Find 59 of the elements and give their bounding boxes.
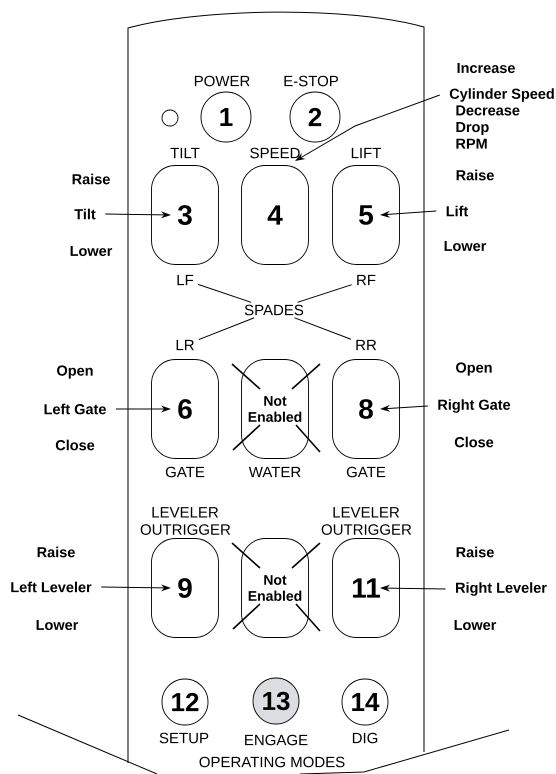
- channel-label: LF: [177, 274, 194, 286]
- round-button: 2: [290, 92, 340, 142]
- button-caption: DIG: [352, 732, 378, 744]
- callout-text: Right Leveler: [456, 582, 547, 596]
- option-label: Decrease Drop RPM: [456, 105, 520, 149]
- option-label: Lower: [36, 620, 78, 630]
- button-caption: POWER: [194, 76, 250, 86]
- connector-line: [198, 284, 252, 303]
- callout-text: Right Gate: [438, 399, 510, 413]
- key-button: 3: [151, 165, 219, 265]
- connector-line: [198, 317, 255, 340]
- button-caption: WATER: [248, 466, 301, 478]
- button-caption: GATE: [346, 466, 386, 478]
- key-button: 9: [151, 538, 219, 638]
- button-caption: LEVELER OUTRIGGER: [322, 507, 412, 535]
- button-caption: LEVELER OUTRIGGER: [140, 507, 230, 535]
- round-button: 14: [342, 678, 388, 726]
- button-caption: TILT: [170, 148, 200, 158]
- channel-label: SPADES: [244, 304, 304, 316]
- option-label: Lower: [444, 240, 486, 252]
- option-label: Lower: [454, 620, 496, 630]
- disabled-button: Not Enabled: [241, 359, 309, 459]
- option-label: Increase: [458, 62, 515, 74]
- connector-line: [297, 284, 352, 303]
- option-label: Raise: [38, 546, 75, 558]
- button-caption: SPEED: [250, 148, 300, 158]
- option-label: Raise: [456, 546, 494, 558]
- option-label: Close: [454, 436, 494, 448]
- option-label: Lower: [70, 246, 112, 256]
- connector-line: [294, 317, 352, 340]
- callout-text: Lift: [446, 206, 468, 216]
- indicator-light: [162, 110, 178, 126]
- button-caption: SETUP: [160, 732, 208, 744]
- button-caption: LIFT: [352, 148, 382, 158]
- option-label: Close: [56, 440, 94, 450]
- option-label: Raise: [456, 170, 494, 180]
- option-label: Open: [57, 365, 93, 379]
- button-caption: GATE: [166, 466, 204, 478]
- button-caption: ENGAGE: [245, 734, 308, 746]
- key-button: 4: [241, 165, 309, 265]
- channel-label: RR: [356, 340, 376, 350]
- round-button: 1: [200, 92, 252, 142]
- round-button: 12: [162, 678, 208, 726]
- callout-text: Cylinder Speed: [450, 88, 554, 102]
- key-button: 5: [332, 165, 400, 265]
- button-caption: E-STOP: [284, 76, 338, 86]
- callout-text: Tilt: [74, 208, 96, 220]
- key-button: 8: [332, 359, 400, 459]
- disabled-button: Not Enabled: [241, 538, 309, 638]
- option-label: Open: [456, 362, 492, 376]
- round-button: 13: [252, 678, 300, 724]
- key-button: 6: [151, 359, 219, 459]
- callout-text: Left Leveler: [11, 582, 92, 592]
- channel-label: RF: [357, 274, 376, 286]
- channel-label: LR: [176, 340, 194, 350]
- option-label: Raise: [72, 174, 110, 184]
- section-label: OPERATING MODES: [200, 756, 344, 768]
- callout-text: Left Gate: [44, 404, 106, 414]
- key-button: 11: [332, 538, 400, 638]
